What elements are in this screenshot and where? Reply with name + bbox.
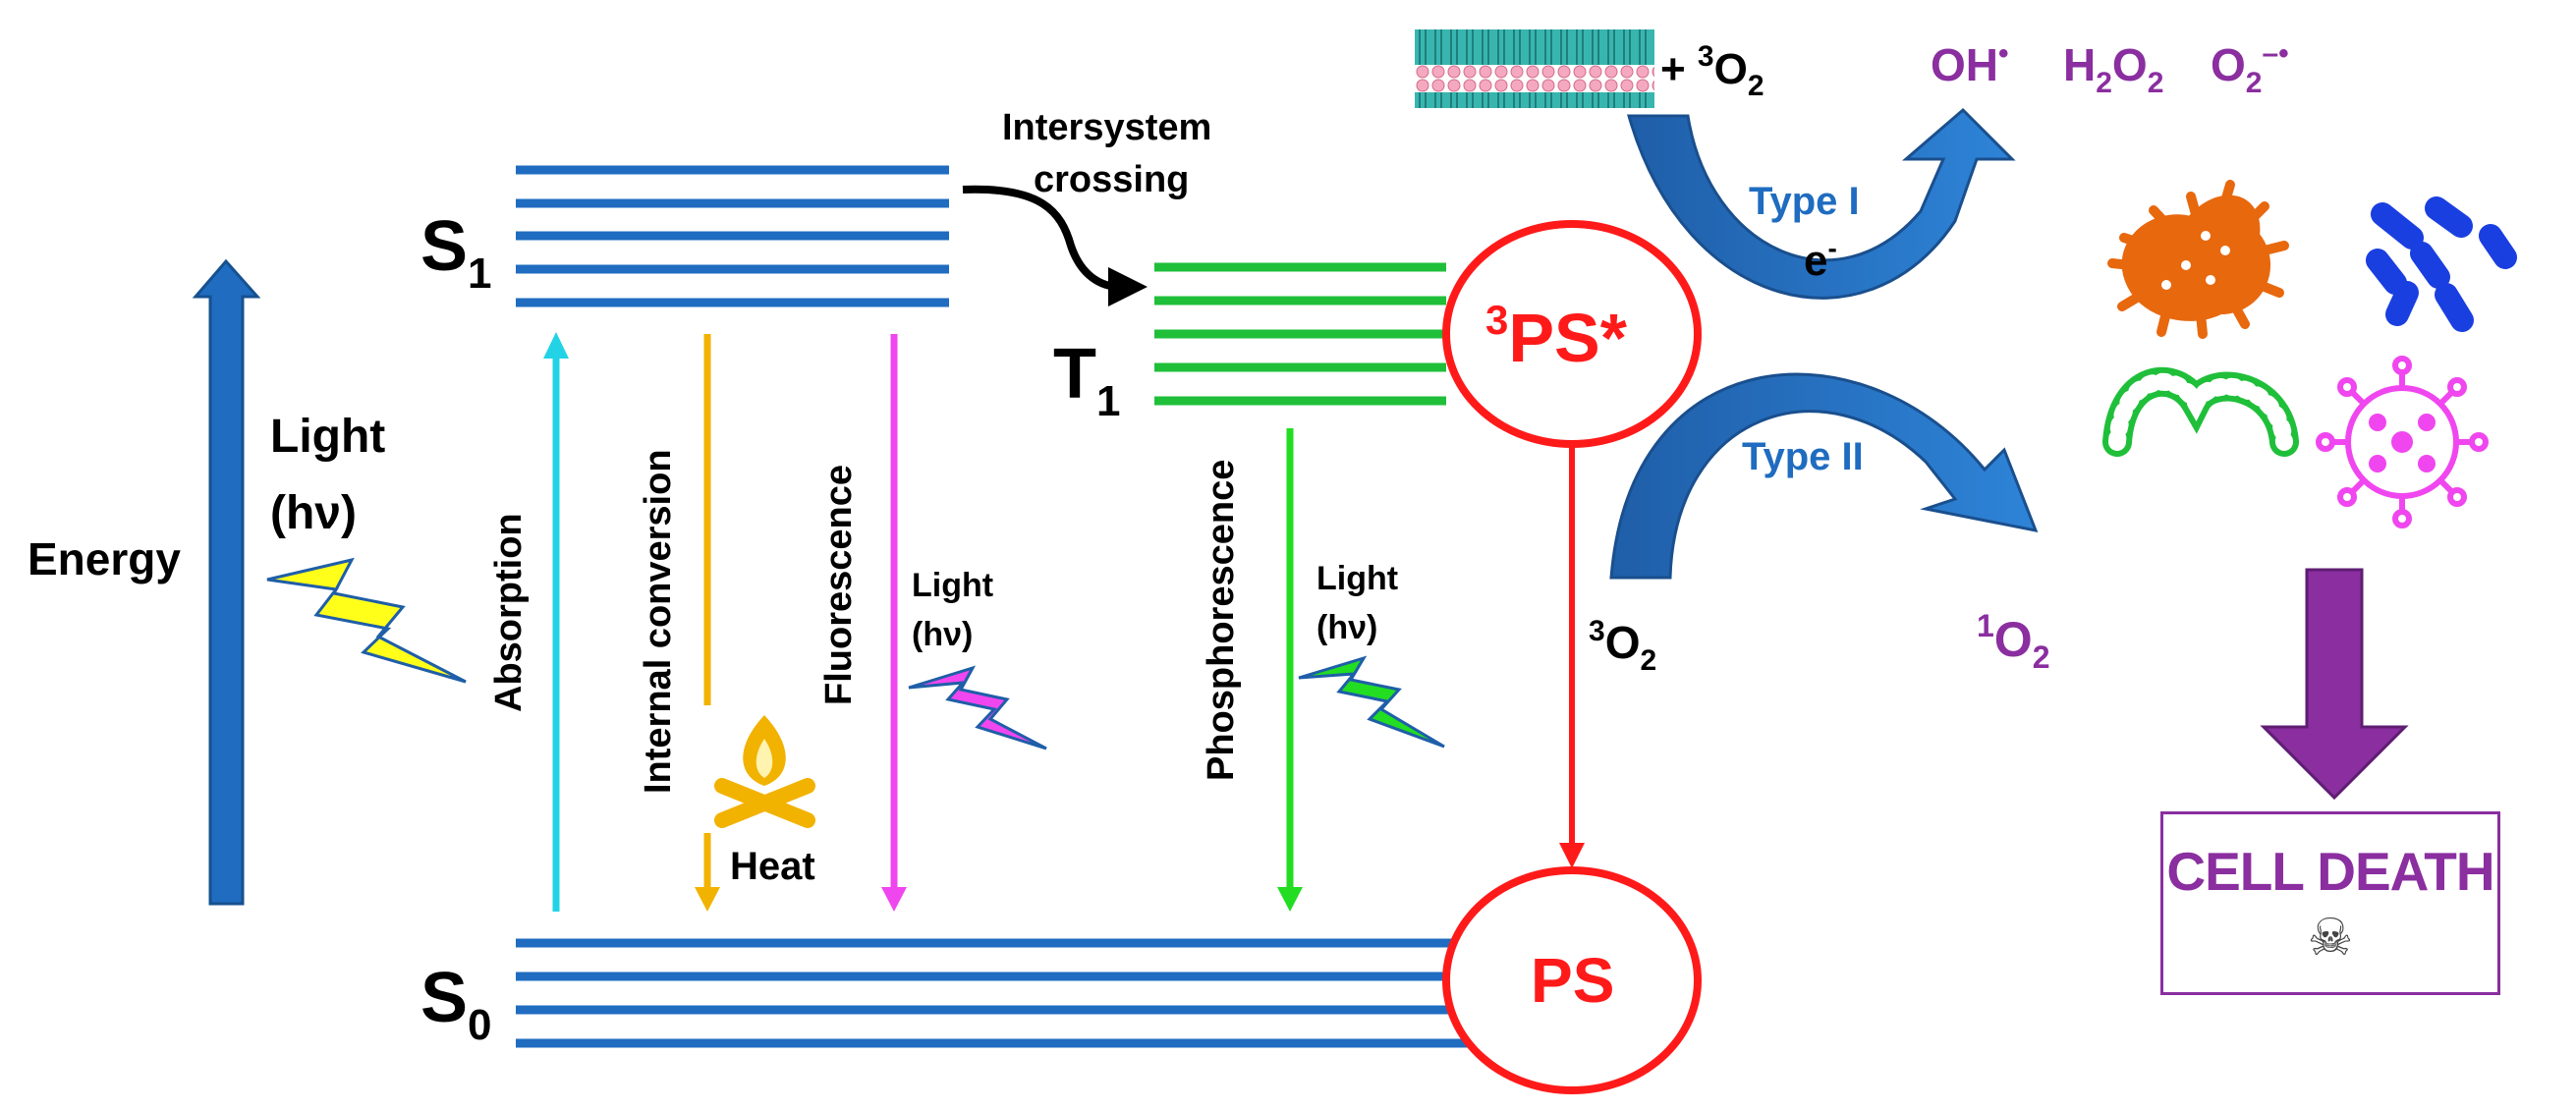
ground-ps-circle <box>1442 866 1702 1094</box>
phosphorescence-light-label: Light <box>1316 560 1398 597</box>
hydrogen-peroxide-label: H2O2 <box>2063 39 2163 99</box>
virus-icon <box>2316 356 2489 528</box>
skull-icon: ☠ <box>2307 909 2354 968</box>
energy-label: Energy <box>28 533 181 584</box>
superoxide-label: O2–• <box>2211 37 2289 99</box>
fluorescence-label: Fluorescence <box>818 465 860 705</box>
magenta-lightning-icon <box>908 665 1047 750</box>
absorption-arrowhead <box>543 332 569 359</box>
bacilli-icon <box>2366 196 2517 332</box>
fluorescence-arrowhead <box>881 887 907 912</box>
isc-arrowhead <box>1108 267 1148 306</box>
membrane-oxygen-label: + 3O2 <box>1660 40 1764 102</box>
energy-axis-arrow <box>192 258 261 906</box>
ground-ps-label: PS <box>1531 945 1614 1016</box>
isc-label-line1: Intersystem <box>1002 107 1211 148</box>
electron-label: e- <box>1804 233 1837 285</box>
isc-label-line2: crossing <box>1034 159 1189 200</box>
cell-death-box: CELL DEATH ☠ <box>2160 811 2500 995</box>
phosphorescence-label: Phosphorescence <box>1201 460 1242 781</box>
s0-label: S0 <box>420 959 492 1049</box>
hydroxyl-radical-label: OH• <box>1931 37 2009 90</box>
ps-relaxation-arrowhead <box>1559 843 1585 868</box>
fluorescence-light-label: Light <box>912 567 993 604</box>
isc-arrow <box>962 185 1121 291</box>
heat-label: Heat <box>730 845 815 888</box>
cell-death-label: CELL DEATH <box>2166 841 2494 902</box>
absorption-label: Absorption <box>488 513 530 712</box>
internal-conversion-arrowhead <box>695 887 720 912</box>
green-lightning-icon <box>1298 655 1445 749</box>
phosphorescence-light-hv: (hν) <box>1316 609 1377 646</box>
type2-arrow <box>1609 372 2039 580</box>
fluorescence-light-hv: (hν) <box>912 616 973 653</box>
excitation-light-hv: (hν) <box>270 487 357 539</box>
type1-label: Type I <box>1749 180 1860 223</box>
type2-label: Type II <box>1742 435 1864 478</box>
singlet-oxygen-label: 1O2 <box>1977 608 2050 675</box>
s1-label: S1 <box>420 207 492 298</box>
internal-conversion-label: Internal conversion <box>638 449 679 794</box>
cell-membrane <box>1415 29 1654 108</box>
triplet-oxygen-label: 3O2 <box>1589 615 1656 677</box>
cell-death-arrow <box>2260 568 2409 801</box>
yellow-lightning-icon <box>266 557 467 684</box>
excitation-light-label: Light <box>270 411 385 463</box>
t1-label: T1 <box>1053 335 1120 425</box>
t1-energy-levels <box>1154 262 1446 406</box>
type1-arrow <box>1627 107 2016 300</box>
s0-energy-levels <box>516 938 1479 1048</box>
excited-ps-label: 3PS* <box>1485 297 1628 376</box>
phosphorescence-arrowhead <box>1277 887 1303 912</box>
worm-icon <box>2102 366 2299 457</box>
s1-energy-levels <box>516 165 949 307</box>
fire-icon <box>714 715 815 828</box>
bacterium-icon <box>2107 180 2289 339</box>
